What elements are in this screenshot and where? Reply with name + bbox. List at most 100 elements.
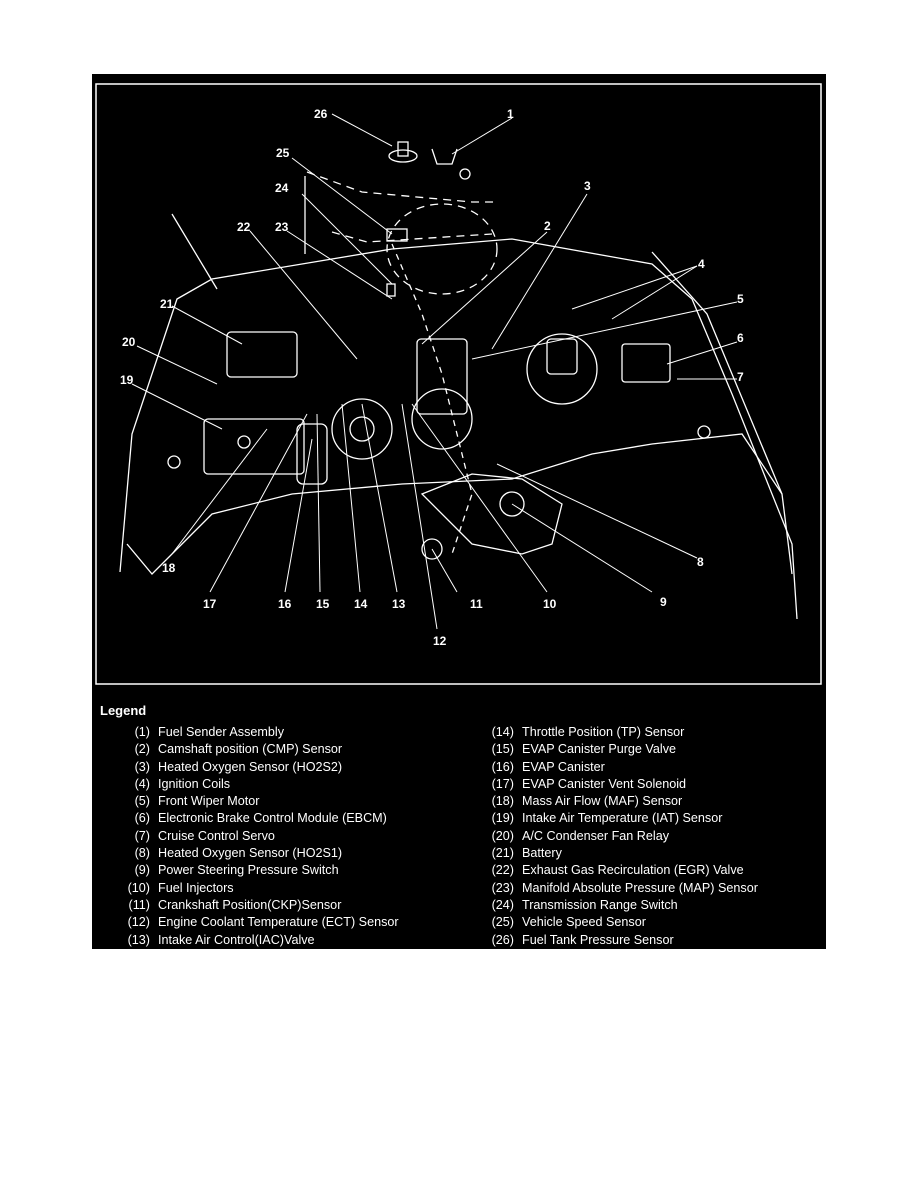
legend-item-number: (26) — [491, 932, 514, 947]
legend-item-number: (9) — [134, 863, 150, 878]
callout-9: 9 — [660, 595, 667, 609]
callout-21: 21 — [160, 297, 174, 311]
legend-item-label: Camshaft position (CMP) Sensor — [158, 742, 343, 757]
callout-20: 20 — [122, 335, 136, 349]
engine-bay-floor — [126, 433, 783, 575]
fuel-sender-float — [459, 168, 471, 180]
legend-item-label: Vehicle Speed Sensor — [522, 915, 646, 930]
legend-item-label: Ignition Coils — [158, 776, 231, 791]
left-hood-edge — [171, 213, 218, 290]
callout-13: 13 — [392, 597, 406, 611]
legend-item-label: Crankshaft Position(CKP)Sensor — [158, 897, 342, 912]
callout-23: 23 — [275, 220, 289, 234]
legend-item-number: (1) — [134, 725, 150, 739]
callout-10: 10 — [543, 597, 557, 611]
crankshaft-pulley-shape — [421, 538, 443, 560]
legend-item-label: Transmission Range Switch — [522, 897, 678, 912]
right-fender-line — [691, 298, 798, 620]
callout-16: 16 — [278, 597, 292, 611]
pulley-shape — [499, 491, 525, 517]
callout-1: 1 — [507, 107, 514, 121]
vehicle-speed-sensor-shape — [386, 228, 408, 242]
legend-item-number: (12) — [127, 915, 150, 930]
dashed-component-outline — [386, 203, 498, 295]
legend-item-number: (13) — [127, 932, 150, 947]
legend-title: Legend — [100, 703, 147, 718]
callout-3: 3 — [584, 179, 591, 193]
cowl-dashed-line — [306, 171, 497, 203]
right-hood-edge — [651, 251, 793, 575]
legend-item-number: (23) — [491, 880, 514, 895]
legend-item-number: (6) — [134, 811, 150, 826]
legend-item-label: Intake Air Temperature (IAT) Sensor — [522, 811, 723, 826]
battery-shape — [226, 331, 298, 378]
legend-item-label: Heated Oxygen Sensor (HO2S1) — [158, 846, 343, 861]
legend-item-number: (11) — [128, 897, 150, 912]
legend-item-label: Heated Oxygen Sensor (HO2S2) — [158, 759, 343, 774]
throttle-body-shape — [331, 398, 393, 460]
legend-item-number: (16) — [491, 759, 514, 774]
legend-item-label: EVAP Canister Vent Solenoid — [522, 776, 687, 791]
diagram-frame — [95, 83, 822, 685]
callout-24: 24 — [275, 181, 289, 195]
legend-item-label: Engine Coolant Temperature (ECT) Sensor — [158, 915, 399, 930]
throttle-bore-shape — [349, 416, 375, 442]
legend-item-label: Throttle Position (TP) Sensor — [522, 725, 685, 739]
brake-booster-shape — [526, 333, 598, 405]
legend-item-number: (10) — [127, 880, 150, 895]
legend-item-label: EVAP Canister Purge Valve — [522, 742, 677, 757]
diagram-panel: 1 2 3 4 5 6 7 8 9 10 11 12 13 14 15 16 1… — [92, 74, 826, 949]
legend-item-number: (14) — [491, 725, 514, 739]
air-cleaner-shape — [203, 418, 305, 475]
callout-14: 14 — [354, 597, 368, 611]
fuel-tank-pressure-sensor-top — [397, 141, 409, 157]
legend-item-label: Fuel Tank Pressure Sensor — [522, 932, 674, 947]
legend-item-label: Fuel Sender Assembly — [158, 725, 284, 739]
legend-item-label: Battery — [522, 846, 562, 861]
legend-item-label: Fuel Injectors — [158, 880, 234, 895]
callout-19: 19 — [120, 373, 134, 387]
callout-4: 4 — [698, 257, 705, 271]
legend-item-number: (8) — [134, 846, 150, 861]
callout-labels: 1 2 3 4 5 6 7 8 9 10 11 12 13 14 15 16 1… — [120, 107, 744, 648]
callout-18: 18 — [162, 561, 176, 575]
fastener-right — [697, 425, 711, 439]
legend-item-label: Manifold Absolute Pressure (MAP) Sensor — [522, 880, 758, 895]
legend-item-number: (21) — [491, 846, 514, 861]
legend-item-label: Mass Air Flow (MAF) Sensor — [522, 794, 683, 809]
master-cylinder-shape — [546, 338, 578, 375]
legend-item-number: (22) — [491, 863, 514, 878]
callout-15: 15 — [316, 597, 330, 611]
legend-item-number: (5) — [134, 794, 150, 809]
intake-plenum-shape — [416, 338, 468, 415]
callout-6: 6 — [737, 331, 744, 345]
callout-11: 11 — [470, 597, 483, 611]
legend-item-number: (24) — [491, 897, 514, 912]
legend-item-number: (15) — [491, 742, 514, 757]
legend-item-number: (3) — [134, 759, 150, 774]
callout-7: 7 — [737, 370, 744, 384]
callout-2: 2 — [544, 219, 551, 233]
callout-8: 8 — [697, 555, 704, 569]
callout-12: 12 — [433, 634, 447, 648]
legend-item-number: (18) — [491, 794, 514, 809]
legend-item-label: Exhaust Gas Recirculation (EGR) Valve — [522, 863, 744, 878]
legend-item-label: Power Steering Pressure Switch — [158, 863, 339, 878]
legend-item-number: (2) — [134, 742, 150, 757]
iat-sensor-shape — [237, 435, 251, 449]
hood-outline — [119, 238, 693, 573]
engine-block-shape — [420, 473, 563, 555]
legend-item-number: (7) — [134, 828, 150, 843]
callout-22: 22 — [237, 220, 251, 234]
leader-lines — [131, 113, 738, 630]
legend-item-label: Cruise Control Servo — [158, 828, 275, 843]
legend-item-number: (19) — [491, 811, 514, 826]
callout-25: 25 — [276, 146, 290, 160]
fuel-sender-shape — [431, 148, 458, 165]
fastener-left — [167, 455, 181, 469]
intake-duct-shape — [411, 388, 473, 450]
legend-item-number: (20) — [491, 828, 514, 843]
legend-item-label: Electronic Brake Control Module (EBCM) — [158, 811, 387, 826]
legend-item-label: Front Wiper Motor — [158, 794, 260, 809]
legend-item-number: (25) — [491, 915, 514, 930]
